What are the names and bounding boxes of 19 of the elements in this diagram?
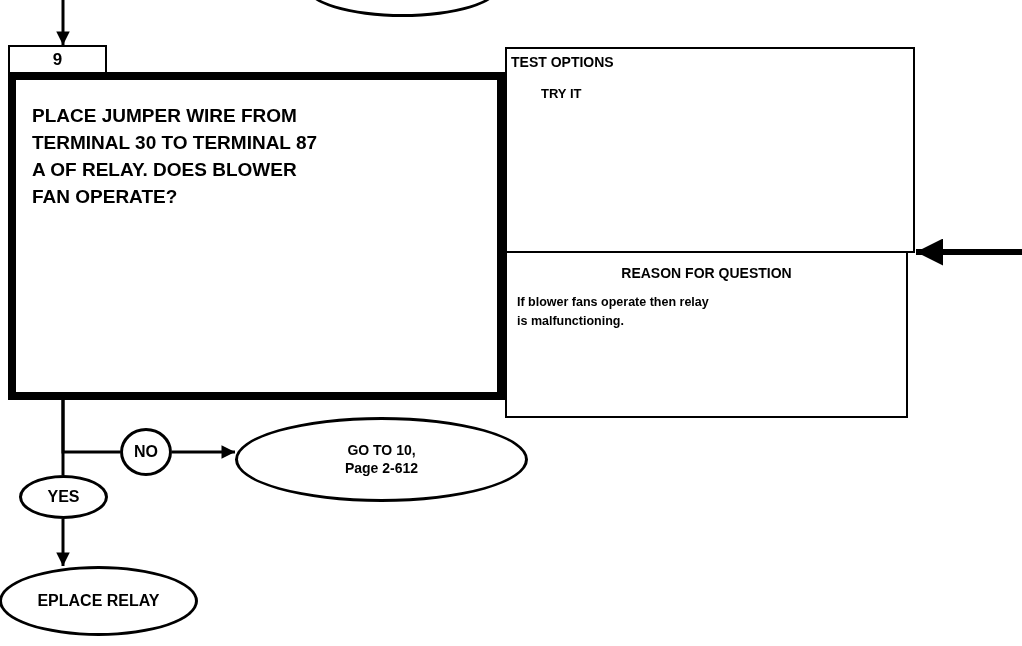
decision-circle	[120, 428, 172, 476]
option-text: TRY IT	[541, 86, 583, 102]
step-number-box	[8, 45, 107, 74]
question-box	[8, 72, 505, 400]
arrow	[172, 445, 235, 459]
reason-box	[505, 251, 908, 418]
decision-label: YES	[47, 487, 80, 507]
question-text: PLACE JUMPER WIRE FROM TERMINAL 30 TO TERMINAL 87 A OF RELAY. DOES BLOWER FAN OPERATE?	[32, 104, 319, 209]
terminal-text: GO TO 10, Page 2-612	[343, 442, 420, 477]
arrow	[916, 238, 1022, 266]
terminal-text: EPLACE RELAY	[37, 591, 160, 611]
step-number: 9	[51, 50, 64, 71]
arrow	[56, 0, 70, 45]
arrow	[56, 519, 70, 566]
reason-text: If blower fans operate then relay is malfunctioning.	[517, 294, 710, 330]
test-options-box	[505, 47, 915, 253]
section-heading: TEST OPTIONS	[511, 54, 615, 71]
decision-label: NO	[134, 442, 158, 462]
section-heading: REASON FOR QUESTION	[620, 265, 793, 282]
